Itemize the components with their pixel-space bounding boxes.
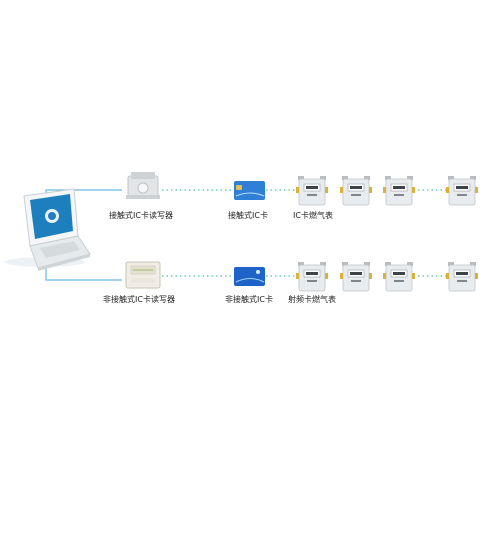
gas-meter-icon (383, 176, 415, 206)
card-label-1: 接触式IC卡 (228, 211, 268, 220)
ic-card-icon (234, 267, 265, 286)
gas-meter-icon (340, 262, 372, 292)
meter-label-2: 射频卡燃气表 (288, 295, 336, 304)
gas-meter-icon (340, 176, 372, 206)
gas-meter-icon (383, 262, 415, 292)
meter-label-1: IC卡燃气表 (293, 211, 333, 220)
card-reader-icon (125, 261, 161, 289)
gas-meter-icon (296, 176, 328, 206)
gas-meter-icon (446, 262, 478, 292)
reader-label-2: 非接触式IC卡读写器 (103, 295, 175, 304)
gas-meter-icon (446, 176, 478, 206)
card-reader-icon (126, 172, 160, 199)
laptop-icon (5, 188, 91, 271)
reader-label-1: 接触式IC卡读写器 (109, 211, 173, 220)
gas-meter-icon (296, 262, 328, 292)
link-laptop-row2 (45, 268, 122, 281)
card-label-2: 非接触式IC卡 (225, 295, 273, 304)
ic-card-icon (234, 181, 265, 200)
